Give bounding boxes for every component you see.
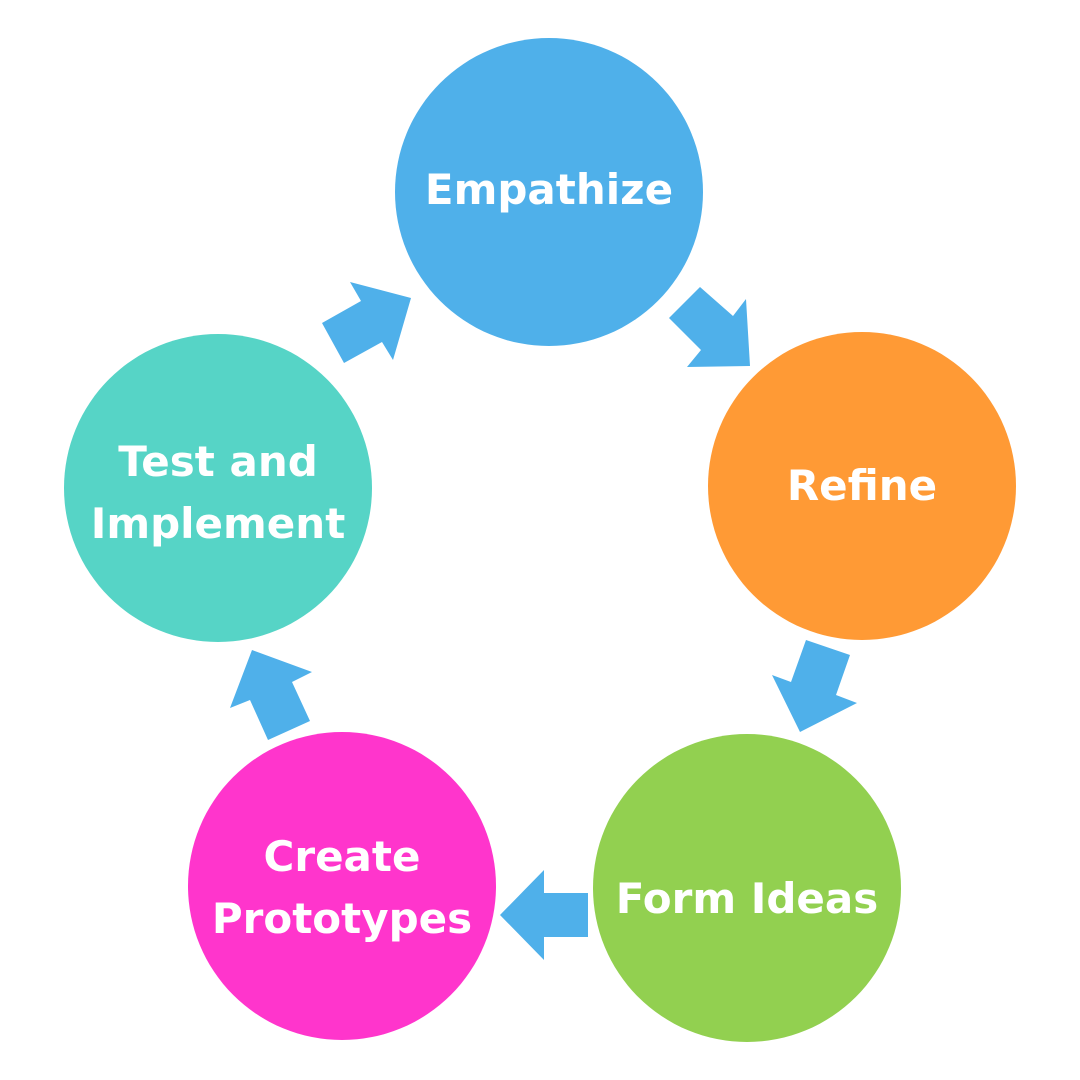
- node-label-line: Create: [263, 831, 421, 881]
- arrow-create-prototypes-to-test-implement: [230, 650, 312, 740]
- node-refine: Refine: [708, 332, 1016, 640]
- node-label: Empathize: [409, 159, 689, 221]
- node-test-and-implement: Test and Implement: [64, 334, 372, 642]
- node-form-ideas: Form Ideas: [593, 734, 901, 1042]
- node-label-line: Test and: [118, 437, 318, 486]
- arrow-test-implement-to-empathize: [322, 282, 411, 363]
- node-empathize: Empathize: [395, 38, 703, 346]
- node-label-line: Refine: [786, 461, 938, 510]
- node-label-line: Empathize: [424, 164, 674, 214]
- node-label: Form Ideas: [607, 868, 887, 930]
- arrow-form-ideas-to-create-prototypes: [500, 870, 588, 960]
- node-label-line: Implement: [90, 499, 346, 548]
- node-label-line: Prototypes: [211, 893, 473, 943]
- node-label: Refine: [722, 455, 1002, 517]
- arrow-refine-to-form-ideas: [772, 640, 857, 732]
- node-create-prototypes: Create Prototypes: [188, 732, 496, 1040]
- node-label: Create Prototypes: [202, 826, 482, 950]
- node-label-line: Form Ideas: [615, 874, 879, 923]
- node-label: Test and Implement: [78, 431, 358, 555]
- arrow-empathize-to-refine: [669, 287, 750, 367]
